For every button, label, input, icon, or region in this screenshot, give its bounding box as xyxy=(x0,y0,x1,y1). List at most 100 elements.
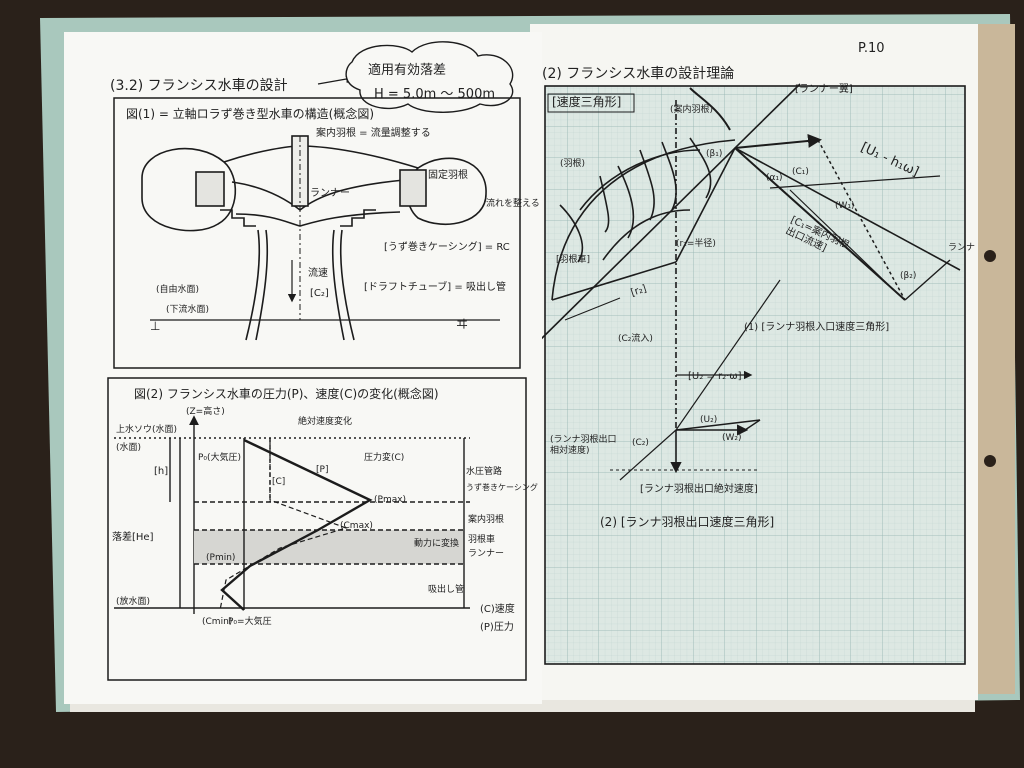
label-stay-vane: 固定羽根 xyxy=(428,168,468,181)
fig1-title: 図(1) = 立軸ロラず巻き型水車の構造(概念図) xyxy=(126,106,374,121)
label-runner-box: 羽根車 xyxy=(468,533,495,545)
label-c2: (C₂) xyxy=(632,438,649,448)
label-b2: (β₂) xyxy=(900,271,916,281)
label-water-mark-left: ⊥ xyxy=(150,319,160,333)
label-w2: (W₂) xyxy=(722,433,742,443)
triangle-edge-2 xyxy=(789,189,899,295)
label-runner: ランナー xyxy=(310,187,350,199)
velocity-curve xyxy=(219,440,348,611)
guide-vanes-right xyxy=(399,169,427,207)
outlet-diagonal-2 xyxy=(675,279,781,431)
label-energy: 動力に変換 xyxy=(414,537,459,549)
label-abs-velocity: 絶対速度変化 xyxy=(298,415,352,427)
label-gross-head: 落差[He] xyxy=(112,530,154,543)
draft-tube-right xyxy=(339,229,355,341)
callout-title: 適用有効落差 xyxy=(368,62,446,78)
binder-hole-bottom xyxy=(984,455,996,467)
label-spiral: うず巻きケーシング xyxy=(466,482,538,492)
guide-vane-arc xyxy=(579,149,701,211)
velocity-w1 xyxy=(734,147,906,301)
draft-tube-left xyxy=(245,229,261,341)
callout-range: H = 5.0m ～ 500m xyxy=(374,87,495,102)
guide-vanes-left xyxy=(195,171,225,207)
left-section-title: (3.2) フランシス水車の設計 xyxy=(110,77,288,94)
label-cmax: (Cmax) xyxy=(340,521,373,531)
velocity-u1 xyxy=(817,139,906,301)
label-runner-line: [ランナー翼] xyxy=(795,83,853,95)
label-c2-fig1: [C₂] xyxy=(310,288,329,299)
radius-line-2 xyxy=(551,261,677,301)
label-guide: 案内羽根 xyxy=(468,513,504,525)
runner-blade-2 xyxy=(617,165,635,239)
label-headwater: 上水ソウ(水面) xyxy=(116,423,177,435)
label-tailwater-fig2: (放水面) xyxy=(116,595,150,607)
label-u2-small: (U₂) xyxy=(700,415,717,425)
label-flow: 流速 xyxy=(308,266,328,279)
draft-tube-inner-right xyxy=(331,229,345,341)
runner-blade-1 xyxy=(599,175,610,233)
label-c1: (C₁) xyxy=(792,167,809,177)
long-diagonal-2 xyxy=(734,147,961,271)
pressure-curve xyxy=(220,438,373,611)
runner-band-hatch xyxy=(194,530,464,564)
folder-back-edge xyxy=(975,24,1015,694)
velocity-box-frame xyxy=(547,93,635,113)
pressure-velocity-diagram xyxy=(114,415,470,614)
outlet-diagonal xyxy=(619,429,677,481)
label-p: [P] xyxy=(316,465,328,475)
label-outlet-note: [ランナ羽根出口絶対速度] xyxy=(640,482,758,495)
graph-paper-border xyxy=(544,85,966,665)
label-p0-top: P₀(大気圧) xyxy=(198,451,241,463)
label-guide-vane: (案内羽根) xyxy=(670,103,713,115)
label-a1: (α₁) xyxy=(766,173,783,183)
label-free-surface: (自由水面) xyxy=(156,283,199,295)
binder-hole-top xyxy=(984,250,996,262)
legend-velocity: (C)速度 xyxy=(480,602,515,615)
fig2-title: 図(2) フランシス水車の圧力(P)、速度(C)の変化(概念図) xyxy=(134,386,439,401)
right-sheet-title: (2) フランシス水車の設計理論 xyxy=(542,65,734,82)
label-c2-inflow: (C₂流入) xyxy=(618,332,653,344)
velocity-box-title: [速度三角形] xyxy=(552,94,621,109)
label-pmin: (Pmin) xyxy=(206,553,235,563)
label-u2: [U₂ = r₂·ω] xyxy=(688,371,742,382)
label-outlet-triangle: (2) [ランナ羽根出口速度三角形] xyxy=(600,514,774,529)
label-c: [C] xyxy=(272,477,285,487)
label-inlet-triangle: (1) [ランナ羽根入口速度三角形] xyxy=(744,320,889,333)
inner-hub-arc xyxy=(602,209,691,261)
label-suction: 吸出し管 xyxy=(428,583,464,595)
triangle-edge-1 xyxy=(769,175,941,189)
right-sheet: P.10 (2) フランシス水車の設計理論 [速度三角形] xyxy=(530,24,996,700)
label-water-mark-right: ヰ xyxy=(456,317,468,331)
r-dimension xyxy=(564,297,621,321)
radius-line-1 xyxy=(675,147,736,263)
velocity-c1 xyxy=(734,133,822,149)
velocity-closing xyxy=(904,259,951,301)
label-guide-vane-note: 案内羽根 = 流量調整する xyxy=(316,126,431,139)
outlet-w2 xyxy=(675,419,761,431)
label-pmax: (Pmax) xyxy=(374,495,406,505)
legend-pressure: (P)圧力 xyxy=(480,620,514,633)
long-diagonal-1 xyxy=(534,83,801,346)
label-draft-tube: [ドラフトチューブ] = 吸出し管 xyxy=(364,280,506,293)
draft-tube-inner-left xyxy=(255,229,269,341)
label-scroll-casing: [うず巻きケーシング] = RC xyxy=(384,240,510,253)
runner-diagram xyxy=(534,83,961,481)
label-w1: (W₁) xyxy=(835,201,855,211)
label-guide-vane-sheet: [羽根車] xyxy=(556,253,590,265)
label-outlet-sheet: (ランナ羽根出口相対速度) xyxy=(550,433,617,456)
label-pressure: 圧力変(C) xyxy=(364,451,404,463)
spiral-casing-left xyxy=(141,147,237,232)
label-tailwater: (下流水面) xyxy=(166,303,209,315)
runner-blade-6 xyxy=(559,204,584,263)
fig2-frame xyxy=(107,377,527,681)
outlet-triangle-edge xyxy=(744,419,761,431)
label-h: [h] xyxy=(154,466,168,477)
label-headwater-sub: (水面) xyxy=(116,441,141,453)
graph-paper-grid xyxy=(545,86,965,664)
page-number: P.10 xyxy=(858,41,885,56)
label-runner-blade: (羽根) xyxy=(560,157,585,169)
label-z-axis: (Z=高さ) xyxy=(186,405,225,417)
label-p0-bottom: P₀=大気圧 xyxy=(228,615,272,627)
turbine-cross-section xyxy=(141,135,500,341)
